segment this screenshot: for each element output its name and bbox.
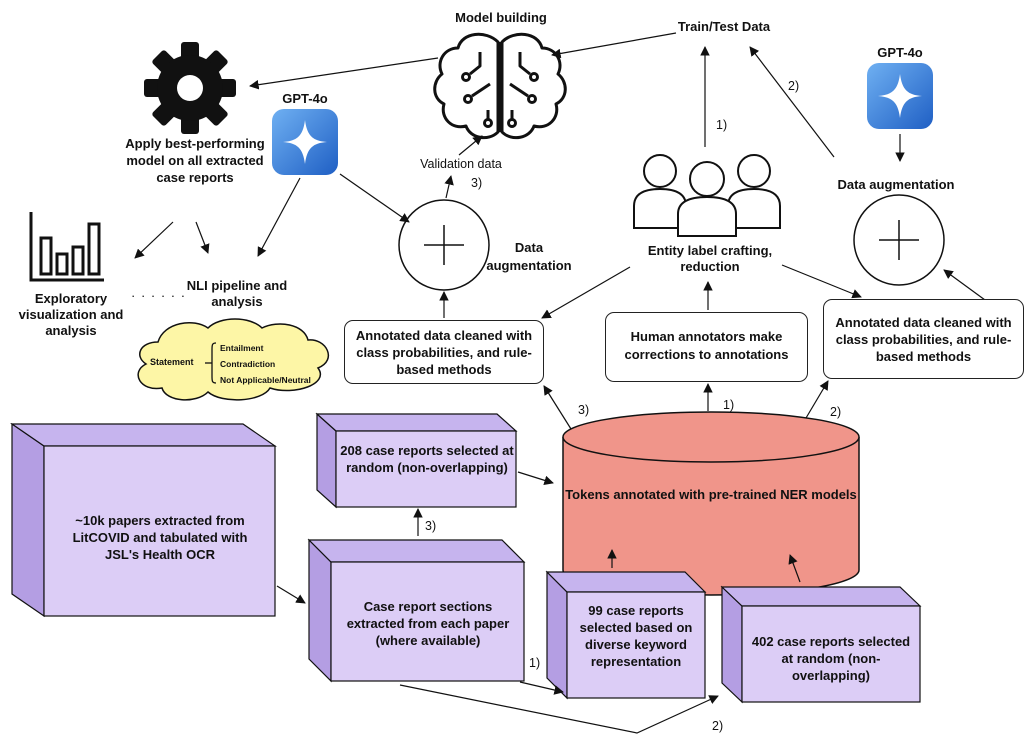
- human-annotators-text: Human annotators make corrections to ann…: [624, 329, 789, 362]
- cloud-statement: Statement: [150, 357, 194, 367]
- cube-case-sections: [307, 538, 526, 683]
- gpt-label-right: GPT-4o: [877, 45, 923, 60]
- arrow-sections-to-99: [519, 681, 564, 695]
- validation-data-label: Validation data: [420, 157, 502, 171]
- arrow-cyl-to-annotright: [805, 380, 829, 419]
- arrow-model-to-gear: [249, 57, 439, 90]
- cube-litcovid: [10, 422, 277, 618]
- step-label-annot-3: 3): [578, 403, 590, 417]
- nli-text: NLI pipeline and analysis: [186, 278, 288, 309]
- litcovid-cube-text: ~10k papers extracted from LitCOVID and …: [72, 513, 248, 562]
- annotated-box-right: Annotated data cleaned with class probab…: [823, 299, 1024, 379]
- arrow-entity-to-annotleft: [541, 266, 631, 319]
- annotated-box-left: Annotated data cleaned with class probab…: [344, 320, 544, 384]
- data-augmentation-right: Data augmentation: [837, 177, 955, 192]
- arrow-annotright-to-plus: [943, 269, 986, 301]
- nli-cloud: [137, 318, 330, 401]
- ner-cylinder: [562, 411, 860, 596]
- step-label-cube-1: 1): [529, 656, 541, 670]
- train-test-data-title: Train/Test Data: [677, 19, 771, 34]
- step-label-train-2: 2): [788, 79, 800, 93]
- augmentation-plus-icon-left: [398, 199, 490, 291]
- arrow-gpt-to-plus: [339, 173, 410, 223]
- case-sections-cube-text: Case report sections extracted from each…: [346, 599, 510, 648]
- cube-402: [720, 585, 922, 704]
- arrow-validation-to-model: [458, 135, 483, 156]
- gpt-label-left: GPT-4o: [282, 91, 328, 106]
- gear-icon: [144, 42, 236, 134]
- ner-cylinder-text: Tokens annotated with pre-trained NER mo…: [565, 487, 857, 502]
- data-augmentation-mid: Data augmentation: [486, 240, 572, 273]
- step-label-train-1: 1): [716, 118, 728, 132]
- step-label-cube-3: 3): [425, 519, 437, 533]
- human-annotators-box: Human annotators make corrections to ann…: [605, 312, 808, 382]
- arrow-gpt-to-nli: [257, 177, 301, 257]
- step-label-validation-3: 3): [471, 176, 483, 190]
- annotated-box-left-text: Annotated data cleaned with class probab…: [355, 328, 533, 377]
- arrow-402-to-cyl: [788, 554, 801, 583]
- arrow-entity-to-annotright: [781, 264, 862, 299]
- dotted-connector: · · · · · ·: [131, 288, 187, 303]
- gpt-logo-icon-left: [272, 109, 338, 175]
- cloud-neutral: Not Applicable/Neutral: [220, 375, 311, 385]
- augmentation-plus-icon-right: [853, 194, 945, 286]
- arrow-sections-to-402: [399, 684, 719, 734]
- exploratory-text: Exploratory visualization and analysis: [18, 291, 124, 338]
- cube-208: [315, 412, 518, 509]
- cloud-entailment: Entailment: [220, 343, 264, 353]
- bar-chart-icon: [29, 212, 104, 282]
- step-label-cube-2: 2): [712, 719, 724, 733]
- cloud-contradiction: Contradiction: [220, 359, 276, 369]
- arrow-train-to-model: [551, 32, 677, 59]
- step-label-annot-2: 2): [830, 405, 842, 419]
- gpt-logo-icon-right: [867, 63, 933, 129]
- arrow-208-to-cyl: [517, 471, 554, 485]
- brain-circuit-icon: [433, 32, 567, 140]
- cube-99: [545, 570, 707, 700]
- arrow-litcovid-to-sections: [276, 585, 306, 604]
- arrow-gear-to-viz: [134, 221, 174, 259]
- people-icon: [633, 154, 781, 237]
- step-label-annot-1: 1): [723, 398, 735, 412]
- reports-208-cube-text: 208 case reports selected at random (non…: [340, 443, 514, 475]
- reports-402-cube-text: 402 case reports selected at random (non…: [751, 634, 911, 683]
- entity-label-text: Entity label crafting, reduction: [647, 243, 773, 274]
- arrow-gear-to-nli: [195, 221, 210, 254]
- model-building-title: Model building: [455, 10, 547, 25]
- arrow-cyl-to-annotleft: [543, 385, 572, 430]
- apply-model-text: Apply best-performing model on all extra…: [125, 136, 265, 185]
- arrow-plus-to-validation: [444, 175, 454, 199]
- annotated-box-right-text: Annotated data cleaned with class probab…: [835, 315, 1012, 364]
- arrow-aug-to-train: [749, 46, 835, 158]
- reports-99-cube-text: 99 case reports selected based on divers…: [579, 603, 693, 669]
